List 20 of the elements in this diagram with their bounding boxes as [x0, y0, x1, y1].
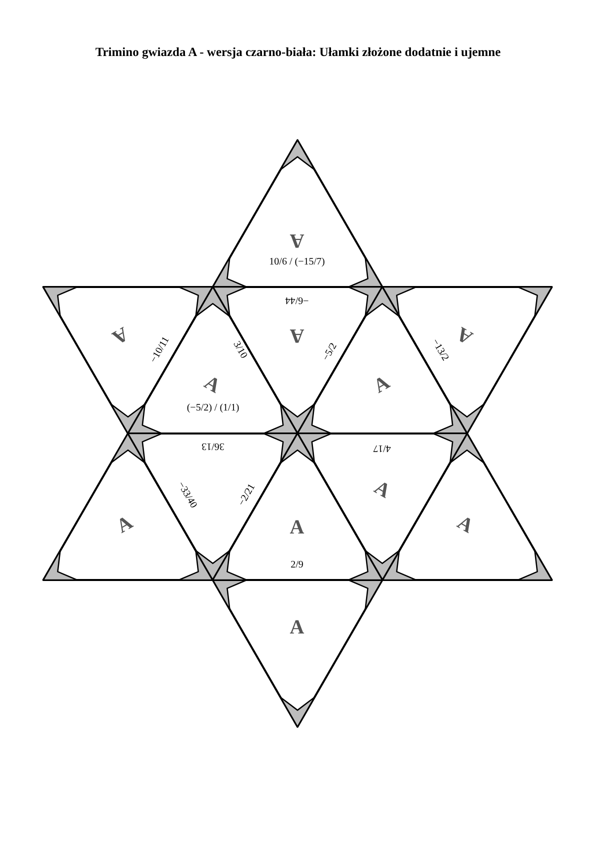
fraction-label: (−5/2) / (1/1): [186, 402, 240, 414]
fraction-label: 4/17: [373, 442, 391, 454]
fraction-label: −5/2: [320, 341, 340, 363]
fraction-label: 36/13: [202, 440, 224, 452]
tile-letter: A: [370, 476, 394, 504]
tile-letter: A: [108, 321, 132, 349]
fraction-label: 2/9: [290, 560, 304, 570]
tile-letter: A: [453, 321, 477, 349]
tile-letter: A: [453, 511, 477, 539]
tile-letter: A: [200, 371, 224, 399]
tile-letter: A: [290, 516, 304, 540]
tile-letter: A: [290, 228, 304, 252]
tile-letter: A: [290, 616, 304, 640]
fraction-label: 3/10: [230, 340, 250, 360]
tile-letter: A: [370, 371, 394, 399]
title: Trimino gwiazda A - wersja czarno-biała: Ułamki złożone dodatnie i ujemne: [94, 44, 502, 61]
tile-letter: A: [113, 511, 137, 539]
fraction-label: 10/6 / (−15/7): [269, 256, 325, 268]
fraction-label: −6/44: [285, 294, 309, 306]
tile-letter: A: [290, 324, 304, 346]
